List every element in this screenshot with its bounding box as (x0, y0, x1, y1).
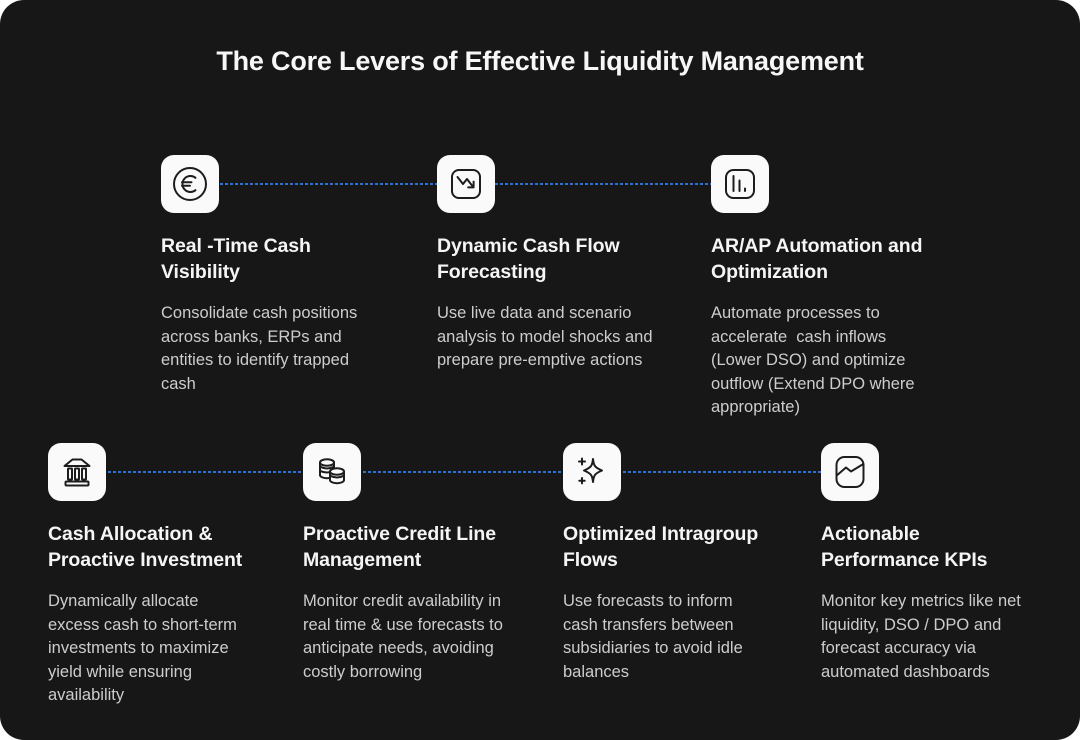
page-title: The Core Levers of Effective Liquidity M… (216, 46, 864, 76)
card-title: Proactive Credit Line Management (303, 521, 525, 573)
card-arap-automation-optimization: AR/AP Automation and Optimization Automa… (711, 155, 937, 420)
card-actionable-performance-kpis: Actionable Performance KPIs Monitor key … (821, 443, 1039, 684)
card-title-line1: Cash Allocation & (48, 523, 213, 545)
card-proactive-credit-line-management: Proactive Credit Line Management Monitor… (303, 443, 525, 684)
coins-icon (303, 443, 361, 501)
dotted-connector-row2 (78, 471, 853, 473)
card-optimized-intragroup-flows: Optimized Intragroup Flows Use forecasts… (563, 443, 763, 684)
sparkle-icon (563, 443, 621, 501)
card-title: Actionable Performance KPIs (821, 521, 1039, 573)
card-description: Automate processes to accelerate cash in… (711, 304, 920, 416)
card-title: AR/AP Automation and Optimization (711, 233, 937, 285)
bar-chart-icon (711, 155, 769, 213)
card-title-line2: Management (303, 549, 422, 571)
card-title-line2: Flows (563, 549, 618, 571)
card-description: Use live data and scenario analysis to m… (437, 304, 658, 369)
card-title: Cash Allocation & Proactive Investment (48, 521, 253, 573)
card-title-line2: Forecasting (437, 261, 547, 283)
card-title-line1: Actionable (821, 523, 920, 545)
card-title-line1: Optimized Intragroup (563, 523, 759, 545)
line-chart-icon (821, 443, 879, 501)
card-title: Real -Time Cash Visibility (161, 233, 383, 285)
card-description: Use forecasts to inform cash transfers b… (563, 592, 748, 681)
card-title-line2: Performance KPIs (821, 549, 988, 571)
card-real-time-cash-visibility: Real -Time Cash Visibility Consolidate c… (161, 155, 383, 396)
euro-icon (161, 155, 219, 213)
card-title-line1: Real -Time Cash (161, 235, 311, 257)
card-title-line2: Proactive Investment (48, 549, 243, 571)
card-title-line2: Visibility (161, 261, 240, 283)
card-title: Optimized Intragroup Flows (563, 521, 763, 573)
card-cash-allocation-proactive-investment: Cash Allocation & Proactive Investment D… (48, 443, 253, 708)
card-dynamic-cash-flow-forecasting: Dynamic Cash Flow Forecasting Use live d… (437, 155, 661, 373)
trend-down-chart-icon (437, 155, 495, 213)
card-description: Dynamically allocate excess cash to shor… (48, 592, 242, 704)
card-description: Monitor credit availability in real time… (303, 592, 508, 681)
card-description: Consolidate cash positions across banks,… (161, 304, 362, 393)
card-title-line2: Optimization (711, 261, 828, 283)
card-description: Monitor key metrics like net liquidity, … (821, 592, 1026, 681)
card-title: Dynamic Cash Flow Forecasting (437, 233, 661, 285)
card-title-line1: Dynamic Cash Flow (437, 235, 620, 257)
card-title-line1: AR/AP Automation and (711, 235, 923, 257)
bank-icon (48, 443, 106, 501)
card-title-line1: Proactive Credit Line (303, 523, 496, 545)
